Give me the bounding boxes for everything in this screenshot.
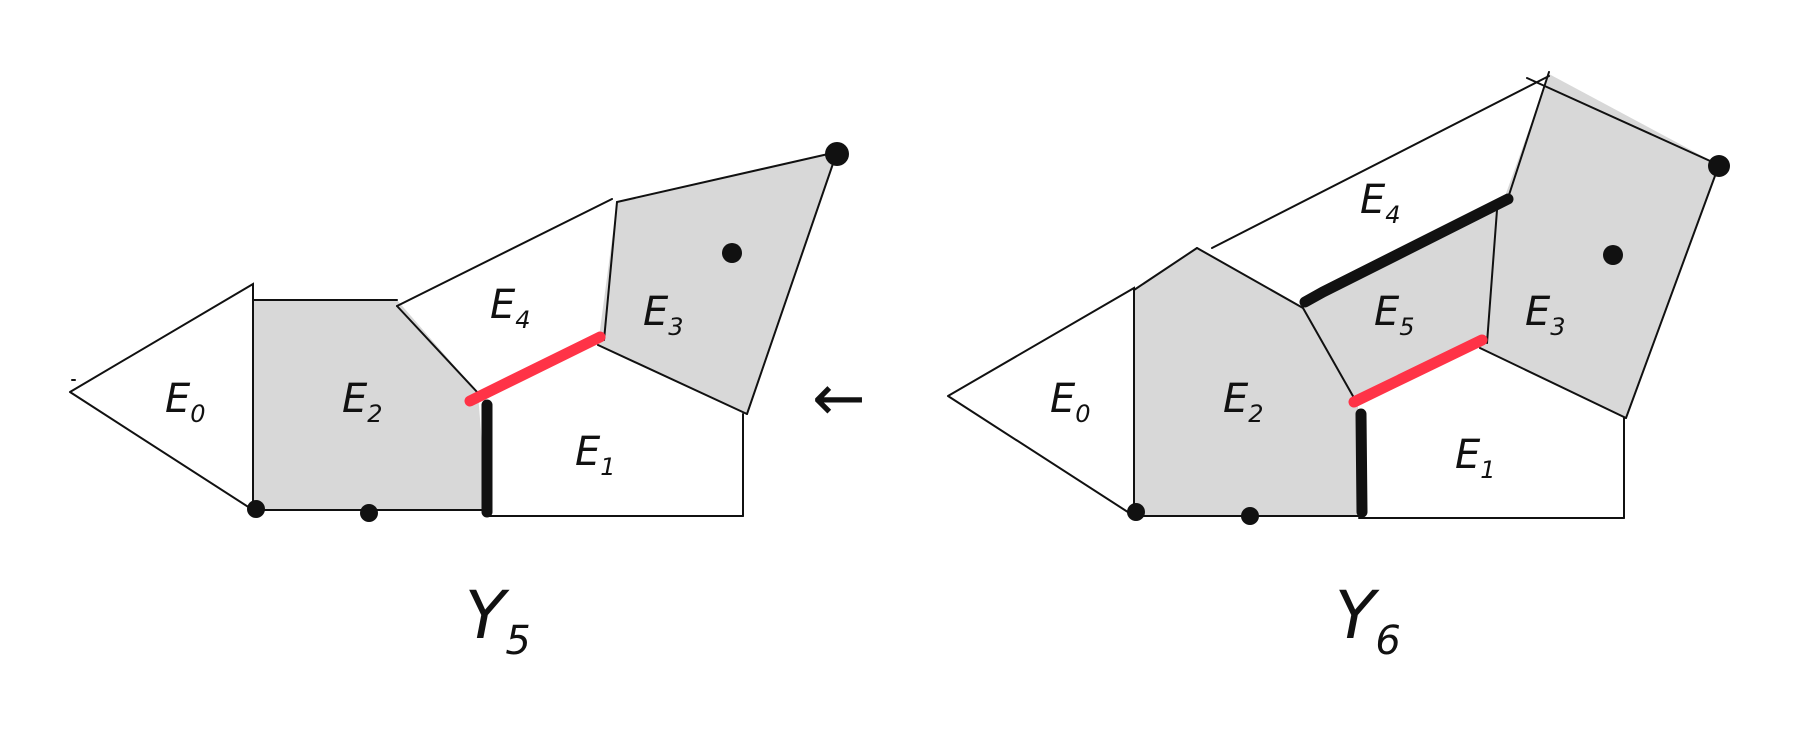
- right-label-e4: E4: [1360, 177, 1401, 229]
- left-dot-inner: [722, 243, 742, 263]
- left-dots: [247, 142, 849, 522]
- right-panel: E0 E2 E4 E5 E3 E1 Y6: [947, 71, 1730, 664]
- left-arrow: ←: [812, 362, 866, 436]
- left-red-edge: [464, 331, 606, 407]
- right-thin-edges: [947, 71, 1720, 519]
- left-label-e4: E4: [490, 282, 531, 334]
- right-label-e1: E1: [1455, 432, 1496, 484]
- left-label-e1: E1: [575, 429, 616, 481]
- left-panel-title: Y5: [465, 577, 531, 664]
- left-dot-top: [825, 142, 849, 166]
- left-label-e2: E2: [342, 376, 383, 428]
- right-thick-black-edge-vertical: [1355, 408, 1368, 518]
- right-dots: [1127, 155, 1730, 525]
- left-label-e0: E0: [165, 376, 206, 428]
- right-region-e3-shade: [1480, 74, 1719, 418]
- right-panel-title: Y6: [1335, 577, 1401, 664]
- right-thick-black-edge-top: [1299, 193, 1514, 308]
- left-panel: E0 E2 E4 E3 E1 Y5: [69, 142, 849, 664]
- left-label-e3: E3: [643, 289, 684, 341]
- left-dot-corner: [247, 500, 265, 518]
- right-label-e2: E2: [1223, 376, 1264, 428]
- right-dot-bottom: [1241, 507, 1259, 525]
- right-red-edge: [1348, 334, 1488, 408]
- right-dot-top: [1708, 155, 1730, 177]
- right-region-e2-shade: [1134, 248, 1359, 516]
- right-label-e0: E0: [1050, 376, 1091, 428]
- right-dot-inner: [1603, 245, 1623, 265]
- left-region-e3-shade: [598, 152, 837, 414]
- right-label-e5: E5: [1374, 289, 1415, 341]
- left-region-e2-shade: [253, 300, 487, 510]
- right-label-e3: E3: [1525, 289, 1566, 341]
- right-dot-corner: [1127, 503, 1145, 521]
- left-dot-bottom: [360, 504, 378, 522]
